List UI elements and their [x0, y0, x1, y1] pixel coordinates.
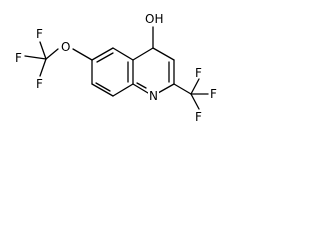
- fluorine-label: F: [210, 87, 217, 101]
- fluorine-label: F: [195, 66, 202, 80]
- bond: [24, 55, 47, 60]
- label-background: [148, 89, 159, 103]
- bond: [39, 58, 47, 77]
- bond: [132, 83, 149, 94]
- chemical-structure: OH O N F F F F F F: [15, 12, 217, 124]
- label-background: [145, 12, 165, 26]
- bond: [112, 47, 134, 61]
- double-bond: [95, 82, 111, 92]
- bond: [91, 47, 114, 61]
- fluorine-label: F: [36, 77, 43, 91]
- fluorine-label: F: [195, 110, 202, 124]
- hydroxyl-label: OH: [145, 12, 163, 26]
- bond: [132, 47, 154, 61]
- double-bond: [136, 82, 147, 89]
- fluorine-label: F: [36, 27, 43, 41]
- bond: [173, 83, 192, 95]
- bond: [72, 48, 93, 61]
- bond: [157, 83, 175, 94]
- bond: [45, 48, 59, 60]
- double-bond: [96, 52, 114, 63]
- bond: [190, 78, 200, 95]
- bond: [112, 83, 134, 97]
- atom-labels: OH O N F F F F F F: [15, 12, 217, 124]
- bond: [152, 47, 175, 61]
- ring-nitrogen-label: N: [149, 89, 158, 103]
- bond: [91, 83, 114, 97]
- label-background: [60, 40, 71, 54]
- fluorine-label: F: [15, 51, 22, 65]
- bond: [190, 93, 200, 110]
- ether-oxygen-label: O: [61, 40, 70, 54]
- bond-lines: [24, 26, 209, 110]
- bond: [39, 41, 47, 60]
